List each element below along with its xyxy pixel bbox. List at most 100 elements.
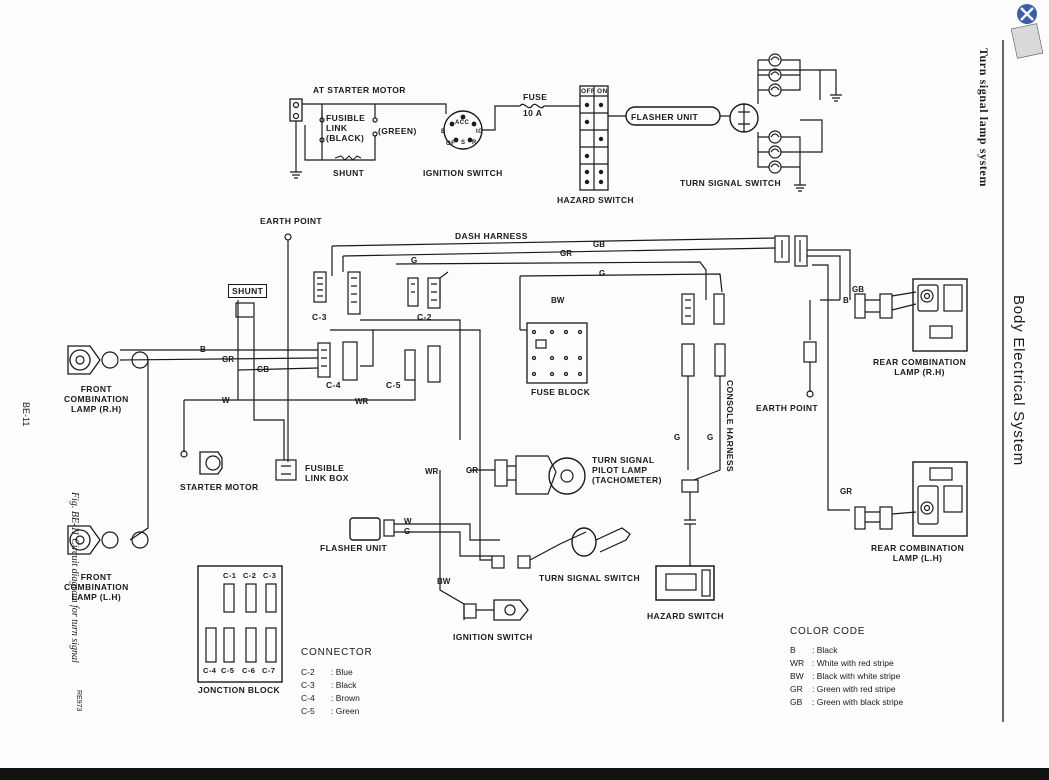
wire-gb-front: GB (257, 365, 269, 374)
flasher-unit-bottom-icon (349, 517, 381, 541)
connector-color: Blue (335, 667, 353, 677)
c3-label: C-3 (312, 312, 327, 322)
site-logo-icon (1010, 4, 1044, 59)
hazard-off-label: OFF (581, 88, 596, 95)
flasher-unit-bottom-label: FLASHER UNIT (320, 543, 388, 553)
ignition-switch-top-label: IGNITION SWITCH (423, 168, 503, 178)
ign-acc-label: ACC (455, 120, 470, 126)
pilot-lamp-icon (515, 455, 557, 495)
color-code-key: BW (790, 671, 804, 681)
flasher-unit-top-label: FLASHER UNIT (631, 112, 699, 122)
wire-gr-front: GR (222, 355, 234, 364)
color-code-meaning: Black (816, 645, 838, 655)
color-code-meaning: Green with red stripe (816, 684, 896, 694)
rear-lamp-rh-label: REAR COMBINATION LAMP (R.H) (873, 357, 967, 377)
color-code-row: BW: Black with white stripe (790, 671, 901, 681)
figure-code: RE973 (75, 690, 82, 712)
color-code-meaning: White with red stripe (816, 658, 894, 668)
jb-c2-label: C-2 (243, 571, 257, 580)
connector-color: Brown (335, 693, 360, 703)
c5-label: C-5 (386, 380, 401, 390)
turn-signal-switch-bottom-icon (571, 527, 597, 557)
connector-row: C-5: Green (301, 706, 360, 716)
rear-lamp-lh-label: REAR COMBINATION LAMP (L.H) (871, 543, 965, 563)
pilot-lamp-label: TURN SIGNAL PILOT LAMP (TACHOMETER) (592, 455, 662, 485)
jb-c3-label: C-3 (263, 571, 277, 580)
console-harness-label: CONSOLE HARNESS (725, 380, 735, 472)
ignition-switch-bottom-icon (493, 599, 529, 621)
fuse-icon (519, 103, 545, 109)
wire-g-flasher: G (404, 527, 411, 536)
color-code-key: B (790, 645, 796, 655)
front-lamp-rh-bulb (69, 349, 91, 371)
wire-gb-top: GB (593, 240, 605, 249)
wire-g-console2: G (707, 433, 714, 442)
wire-gr-top: GR (560, 249, 572, 258)
wire-wr-front: WR (355, 397, 369, 406)
connector-row: C-2: Blue (301, 667, 353, 677)
jb-c1-label: C-1 (223, 571, 237, 580)
color-code-meaning: Green with black stripe (816, 697, 904, 707)
c2-label: C-2 (417, 312, 432, 322)
hazard-on-label: ON (597, 88, 608, 95)
chapter-title: Body Electrical System (1010, 295, 1027, 466)
starter-motor-icon (199, 451, 223, 475)
jb-c6-label: C-6 (242, 666, 256, 675)
connector-color: Green (335, 706, 360, 716)
connector-key: C-5 (301, 706, 315, 716)
color-code-title: COLOR CODE (790, 626, 866, 637)
junction-block-label: JONCTION BLOCK (198, 685, 281, 695)
wire-bw-fuse: BW (551, 296, 565, 305)
page-number: BE-11 (21, 402, 31, 427)
earth-point-top-label: EARTH POINT (260, 216, 323, 226)
color-code-key: GB (790, 697, 803, 707)
wire-gr-pilot: GR (466, 466, 478, 475)
color-code-row: GR: Green with red stripe (790, 684, 896, 694)
color-code-row: GB: Green with black stripe (790, 697, 904, 707)
green-label: (GREEN) (378, 126, 417, 136)
ign-r-label: R (472, 140, 477, 146)
ign-b-label: B (441, 129, 446, 135)
hazard-switch-bottom-icon (655, 565, 715, 601)
wire-wr-vert: WR (425, 467, 439, 476)
starter-terminal-small (180, 450, 188, 458)
ground-symbol-icon (290, 171, 302, 179)
hazard-switch-top-label: HAZARD SWITCH (557, 195, 634, 205)
wire-g-console1: G (674, 433, 681, 442)
wire-g-top: G (411, 256, 418, 265)
section-title: Turn signal lamp system (977, 48, 991, 188)
jb-c5-label: C-5 (221, 666, 235, 675)
earth-point-top-icon (284, 233, 292, 241)
connector-key: C-4 (301, 693, 315, 703)
wire-w-front: W (222, 396, 230, 405)
starter-motor-label: STARTER MOTOR (180, 482, 259, 492)
figure-caption: Fig. BE-11 Circuit diagram for turn sign… (69, 492, 80, 663)
dash-harness-label: DASH HARNESS (455, 231, 528, 241)
fuse-block-label: FUSE BLOCK (531, 387, 591, 397)
scan-edge-bar (0, 768, 1049, 780)
connector-color: Black (335, 680, 357, 690)
front-lamp-rh-label: FRONT COMBINATION LAMP (R.H) (64, 384, 129, 414)
earth-point-right-icon (806, 390, 814, 398)
wire-gb-rear: GB (852, 285, 864, 294)
hazard-switch-bottom-label: HAZARD SWITCH (647, 611, 724, 621)
c4-label: C-4 (326, 380, 341, 390)
connector-key: C-2 (301, 667, 315, 677)
jb-c4-label: C-4 (203, 666, 217, 675)
front-lamp-lh-bulb (69, 529, 91, 551)
fuse-rating-label: 10 A (523, 108, 543, 118)
turn-signal-switch-top-label: TURN SIGNAL SWITCH (680, 178, 782, 188)
turn-signal-switch-bottom-label: TURN SIGNAL SWITCH (539, 573, 641, 583)
connector-title: CONNECTOR (301, 647, 373, 658)
color-code-meaning: Black with white stripe (816, 671, 901, 681)
fusible-link-box-label: FUSIBLE LINK BOX (305, 463, 349, 483)
ign-s-label: S (461, 140, 466, 146)
color-code-key: GR (790, 684, 803, 694)
wire-bw-ign: BW (437, 577, 451, 586)
color-code-row: B: Black (790, 645, 838, 655)
connector-key: C-3 (301, 680, 315, 690)
connector-row: C-3: Black (301, 680, 357, 690)
earth-point-right-label: EARTH POINT (756, 403, 819, 413)
ignition-switch-bottom-label: IGNITION SWITCH (453, 632, 533, 642)
